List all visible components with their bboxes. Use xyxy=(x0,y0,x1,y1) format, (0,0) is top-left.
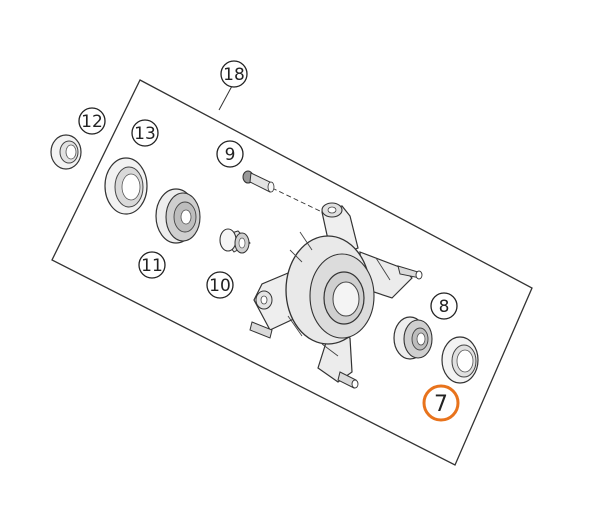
assembly-frame xyxy=(51,79,533,466)
part-8-bearing[interactable] xyxy=(393,316,433,360)
part-hub[interactable] xyxy=(249,202,423,389)
part-9-screw[interactable] xyxy=(242,170,323,213)
callout-11-label: 11 xyxy=(141,256,163,276)
callout-12[interactable]: 12 xyxy=(78,107,106,135)
callout-18-label: 18 xyxy=(223,65,245,85)
callout-9-label: 9 xyxy=(225,145,236,165)
part-13-shaft-seal[interactable] xyxy=(104,157,148,215)
callout-11[interactable]: 11 xyxy=(138,251,166,279)
leader-18 xyxy=(218,85,233,111)
callout-9[interactable]: 9 xyxy=(216,140,244,168)
callout-7-highlighted[interactable]: 7 xyxy=(422,384,460,422)
callout-7-label: 7 xyxy=(434,392,448,417)
callout-13-label: 13 xyxy=(134,124,156,144)
part-7-seal[interactable] xyxy=(441,336,479,384)
part-11-bearing[interactable] xyxy=(155,188,201,244)
callout-10[interactable]: 10 xyxy=(206,271,234,299)
callout-8-label: 8 xyxy=(439,297,450,317)
callout-18[interactable]: 18 xyxy=(220,60,248,88)
callout-12-label: 12 xyxy=(81,112,103,132)
callout-10-label: 10 xyxy=(209,276,231,296)
part-12-seal[interactable] xyxy=(50,134,82,170)
callout-8[interactable]: 8 xyxy=(430,292,458,320)
part-10-spacer[interactable] xyxy=(219,228,251,254)
callout-13[interactable]: 13 xyxy=(131,119,159,147)
